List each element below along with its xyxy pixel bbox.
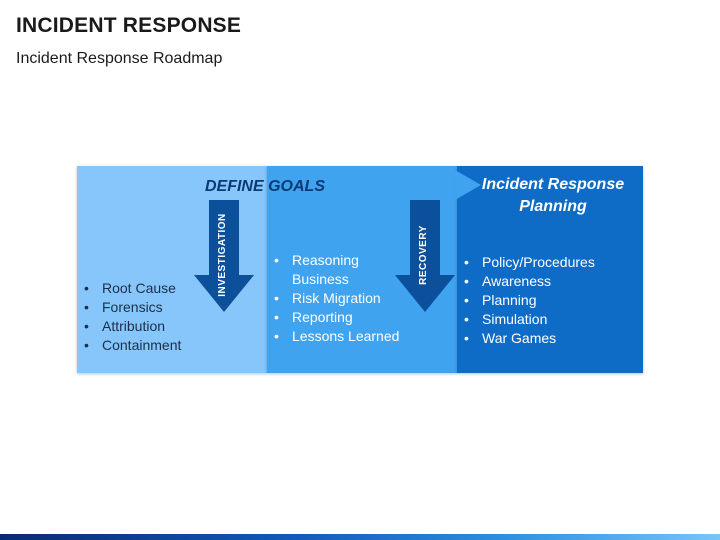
list-item: Forensics: [80, 298, 260, 317]
planning-list: Policy/Procedures Awareness Planning Sim…: [460, 253, 640, 348]
recovery-list: Reasoning Business Risk Migration Report…: [270, 251, 400, 346]
list-item: Awareness: [460, 272, 640, 291]
page-title: INCIDENT RESPONSE: [16, 14, 242, 37]
list-item: Lessons Learned: [270, 327, 400, 346]
list-item: Containment: [80, 336, 260, 355]
list-item: Reporting: [270, 308, 400, 327]
list-item: Policy/Procedures: [460, 253, 640, 272]
page-subtitle: Incident Response Roadmap: [16, 50, 223, 67]
list-item: Root Cause: [80, 279, 260, 298]
chevron-notch-shape: [455, 170, 481, 200]
list-item: Attribution: [80, 317, 260, 336]
list-item: Risk Migration: [270, 289, 400, 308]
recovery-label: RECOVERY: [418, 225, 429, 285]
recovery-arrow-icon: [395, 200, 455, 312]
planning-heading-text: Incident Response Planning: [481, 176, 625, 215]
list-item: Planning: [460, 291, 640, 310]
investigation-list: Root Cause Forensics Attribution Contain…: [80, 279, 260, 355]
list-item: Reasoning Business: [270, 251, 400, 289]
list-item: War Games: [460, 329, 640, 348]
list-item: Simulation: [460, 310, 640, 329]
footer-gradient-bar: [0, 534, 720, 540]
planning-heading: Incident Response Planning: [470, 174, 636, 218]
define-goals-heading: DEFINE GOALS: [204, 178, 325, 195]
